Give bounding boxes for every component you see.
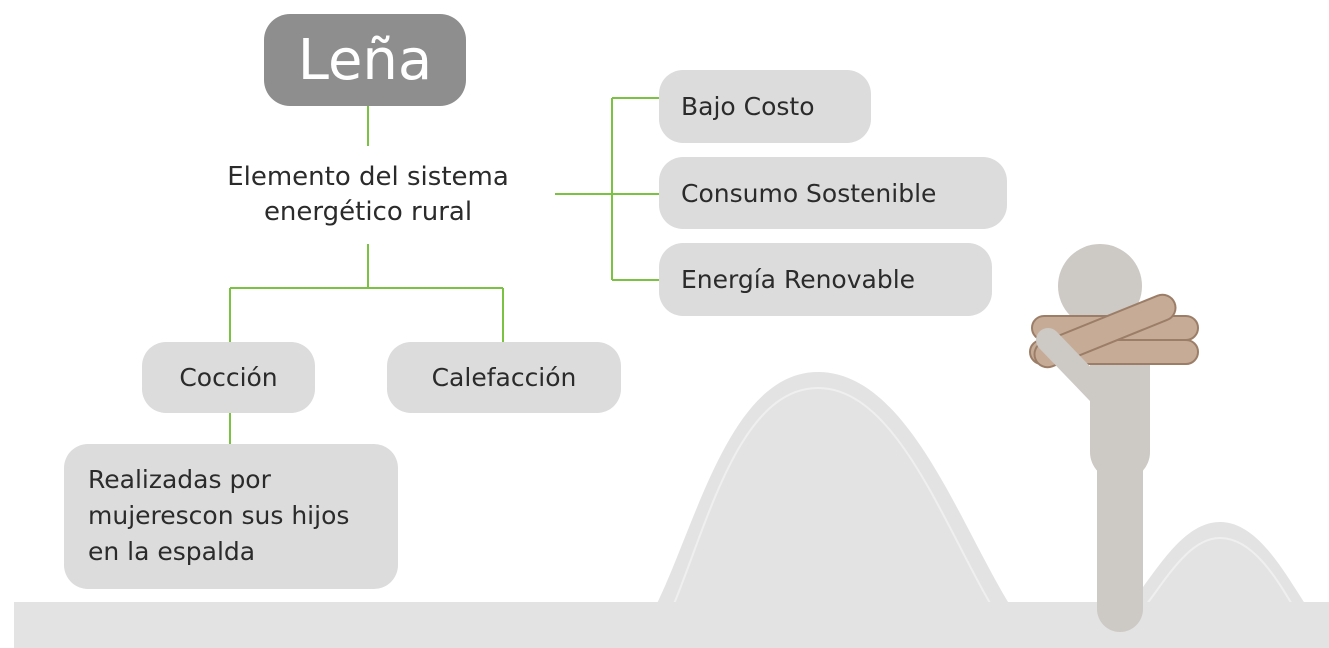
- use-label: Cocción: [179, 363, 278, 392]
- central-concept-line1: Elemento del sistema: [227, 162, 509, 192]
- diagram-connectors: [229, 97, 660, 444]
- use-node-cooking: Cocción: [142, 342, 315, 413]
- person-carrying-firewood-icon: [1029, 244, 1199, 632]
- benefit-node-sustainable: Consumo Sostenible: [659, 157, 1007, 229]
- benefit-label: Consumo Sostenible: [681, 178, 937, 208]
- central-concept-line2: energético rural: [263, 197, 473, 227]
- large-hill: [640, 372, 1030, 634]
- use-node-heating: Calefacción: [387, 342, 621, 413]
- note-node: Realizadas por mujerescon sus hijos en l…: [64, 444, 398, 589]
- central-concept: Elemento del sistema energético rural: [186, 160, 550, 230]
- benefit-label: Energía Renovable: [681, 265, 916, 294]
- benefit-node-low-cost: Bajo Costo: [659, 70, 871, 143]
- note-line1: Realizadas por: [88, 465, 271, 494]
- benefit-label: Bajo Costo: [681, 92, 815, 121]
- title-node: Leña: [264, 14, 466, 106]
- note-line3: en la espalda: [88, 537, 256, 566]
- note-line2: mujerescon sus hijos: [88, 501, 350, 530]
- benefit-node-renewable: Energía Renovable: [659, 243, 992, 316]
- small-hill-highlight: [1119, 536, 1311, 635]
- large-hill-highlight: [659, 386, 1011, 635]
- use-label: Calefacción: [431, 363, 577, 392]
